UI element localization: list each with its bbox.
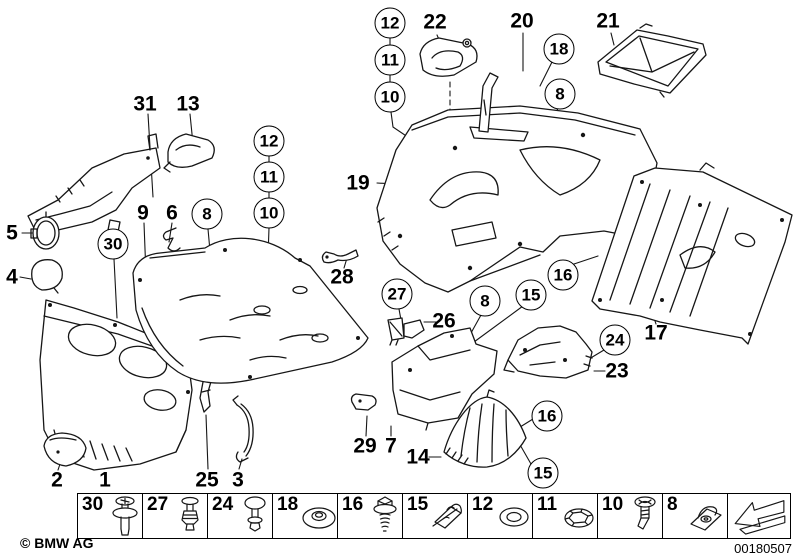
- legend-cell-10: 10: [597, 493, 663, 539]
- washer-disc-icon: [302, 507, 336, 529]
- callout-circled-15-b[interactable]: 15: [527, 457, 559, 489]
- pan-screw-icon: [634, 496, 656, 530]
- callout-1[interactable]: 1: [99, 468, 111, 492]
- hex-screw-icon: [373, 496, 397, 532]
- callout-circled-12-b[interactable]: 12: [253, 125, 285, 157]
- callout-circled-16-b[interactable]: 16: [531, 400, 563, 432]
- callout-circled-30[interactable]: 30: [97, 228, 129, 260]
- bracket-parts-23-24: [503, 325, 593, 379]
- callout-circled-10-a[interactable]: 10: [374, 81, 406, 113]
- expansion-rivet-icon: [112, 496, 138, 536]
- legend-cell-16: 16: [337, 493, 403, 539]
- oval-cover-part-2: [43, 432, 87, 467]
- callout-4[interactable]: 4: [6, 265, 18, 289]
- callout-14[interactable]: 14: [406, 445, 430, 469]
- bracket-part-29: [350, 393, 377, 411]
- tray-part-21: [597, 23, 707, 98]
- legend-label-12: 12: [472, 494, 494, 515]
- legend-cell-arrow[interactable]: [727, 493, 791, 539]
- legend-label-18: 18: [277, 494, 299, 515]
- callout-5[interactable]: 5: [6, 221, 18, 245]
- support-bracket-part-20: [469, 72, 529, 142]
- callout-circled-10-b[interactable]: 10: [253, 197, 285, 229]
- legend-cell-24: 24: [207, 493, 273, 539]
- callout-circled-24[interactable]: 24: [599, 324, 631, 356]
- callout-21[interactable]: 21: [596, 9, 620, 33]
- callout-circled-27[interactable]: 27: [381, 278, 413, 310]
- underbody-panel-part-17: [591, 162, 793, 345]
- legend-cell-15: 15: [402, 493, 468, 539]
- lid-part-22: [419, 37, 478, 77]
- underbody-shield-part-19: [376, 105, 663, 293]
- pin-rivet-icon: [244, 496, 266, 532]
- legend-cell-11: 11: [532, 493, 598, 539]
- side-shield-part-7: [391, 327, 498, 431]
- callout-circled-8-b[interactable]: 8: [191, 198, 223, 230]
- washer-ring-icon: [499, 507, 529, 527]
- legend-cell-27: 27: [142, 493, 208, 539]
- push-rivet-icon: [181, 496, 199, 531]
- sealing-ring-part-5: [30, 211, 60, 250]
- callout-31[interactable]: 31: [133, 92, 157, 116]
- hook-clip-part-6: [162, 227, 181, 252]
- next-diagram-arrow-icon: [734, 500, 786, 535]
- star-washer-icon: [564, 508, 594, 528]
- callout-22[interactable]: 22: [423, 10, 447, 34]
- rod-part-3: [232, 395, 254, 463]
- legend-label-16: 16: [342, 494, 364, 515]
- legend-cell-30: 30: [77, 493, 143, 539]
- access-lid-part-13: [163, 133, 215, 173]
- callout-circled-8-c[interactable]: 8: [469, 285, 501, 317]
- legend-label-27: 27: [147, 494, 169, 515]
- callout-19[interactable]: 19: [346, 171, 370, 195]
- callout-circled-8-a[interactable]: 8: [544, 78, 576, 110]
- legend-label-15: 15: [407, 494, 429, 515]
- callout-28[interactable]: 28: [330, 265, 354, 289]
- legend-cell-8: 8: [662, 493, 728, 539]
- callout-circled-11-b[interactable]: 11: [253, 161, 285, 193]
- callout-6[interactable]: 6: [166, 201, 178, 225]
- callout-29[interactable]: 29: [353, 434, 377, 458]
- document-number: 00180507: [734, 541, 792, 556]
- belly-pan-part: [132, 237, 369, 384]
- bracket-parts-26-27: [387, 317, 425, 346]
- legend-label-30: 30: [82, 494, 104, 515]
- callout-7[interactable]: 7: [385, 434, 397, 458]
- legend-label-10: 10: [602, 494, 624, 515]
- legend-cell-18: 18: [272, 493, 338, 539]
- legend-label-24: 24: [212, 494, 234, 515]
- copyright-text: © BMW AG: [20, 535, 94, 551]
- callout-circled-12-a[interactable]: 12: [374, 7, 406, 39]
- callout-25[interactable]: 25: [195, 468, 219, 492]
- legend-cell-12: 12: [467, 493, 533, 539]
- cage-nut-icon: [690, 506, 722, 531]
- callout-circled-16-a[interactable]: 16: [547, 259, 579, 291]
- callout-circled-11-a[interactable]: 11: [374, 44, 406, 76]
- callout-circled-18[interactable]: 18: [543, 33, 575, 65]
- callout-9[interactable]: 9: [137, 201, 149, 225]
- callout-3[interactable]: 3: [232, 468, 244, 492]
- callout-2[interactable]: 2: [51, 468, 63, 492]
- cover-part-4: [31, 259, 63, 294]
- legend-label-11: 11: [537, 494, 558, 515]
- fastener-legend: 30 27 24: [77, 493, 791, 539]
- legend-label-8: 8: [667, 494, 678, 515]
- speed-nut-icon: [432, 503, 462, 529]
- callout-26[interactable]: 26: [432, 309, 456, 333]
- bracket-part-28: [321, 249, 359, 264]
- callout-17[interactable]: 17: [644, 321, 668, 345]
- callout-13[interactable]: 13: [176, 92, 200, 116]
- callout-circled-15-a[interactable]: 15: [515, 279, 547, 311]
- callout-23[interactable]: 23: [605, 359, 629, 383]
- callout-20[interactable]: 20: [510, 9, 534, 33]
- wheel-arch-cover-part-14: [443, 389, 527, 468]
